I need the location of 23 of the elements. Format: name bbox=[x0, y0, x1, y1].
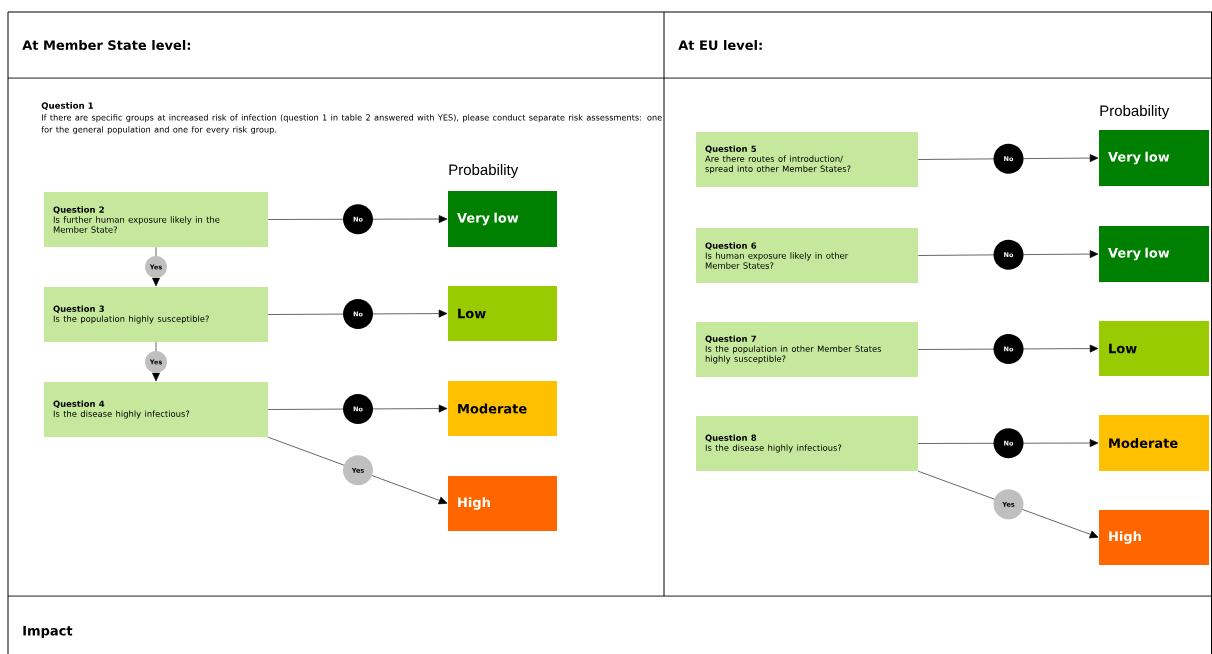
outcome-box: Low bbox=[1099, 321, 1209, 376]
outcome-box: High bbox=[448, 476, 557, 531]
table-header: At Member State level: bbox=[22, 39, 190, 51]
outcome-box: Very low bbox=[1099, 130, 1209, 186]
question-box: Question 3 Is the population highly susceptible? bbox=[44, 287, 268, 342]
question-box: Question 4 Is the disease highly infectious? bbox=[44, 382, 268, 437]
question-box: Question 2 Is further human exposure likely in the Member State? bbox=[44, 192, 268, 247]
table-header: At EU level: bbox=[678, 39, 762, 51]
outcome-box: Very low bbox=[1099, 226, 1209, 282]
question-box: Question 5 Are there routes of introduction/ spread into other Member States? bbox=[696, 132, 918, 187]
table-header: Impact bbox=[23, 625, 73, 639]
outcome-box: Low bbox=[448, 286, 557, 341]
arrow bbox=[152, 341, 160, 382]
outcome-box: Very low bbox=[448, 191, 557, 247]
instruction-text: If there are specific groups at increased risk of infection (question 1 in table 2 answered with YES), please conduct separate risk assessments: one for the general population and one for every risk group. bbox=[41, 114, 662, 135]
outcome-box: Moderate bbox=[448, 381, 557, 436]
question-box: Question 7 Is the population in other Member States highly susceptible? bbox=[696, 322, 918, 377]
arrow bbox=[152, 246, 160, 287]
question-box: Question 6 Is human exposure likely in other Member States? bbox=[696, 228, 918, 283]
question-heading: Question 1 bbox=[41, 102, 94, 110]
outcome-box: Moderate bbox=[1099, 415, 1209, 471]
outcome-box: High bbox=[1099, 510, 1209, 565]
question-box: Question 8 Is the disease highly infectious? bbox=[696, 416, 918, 471]
